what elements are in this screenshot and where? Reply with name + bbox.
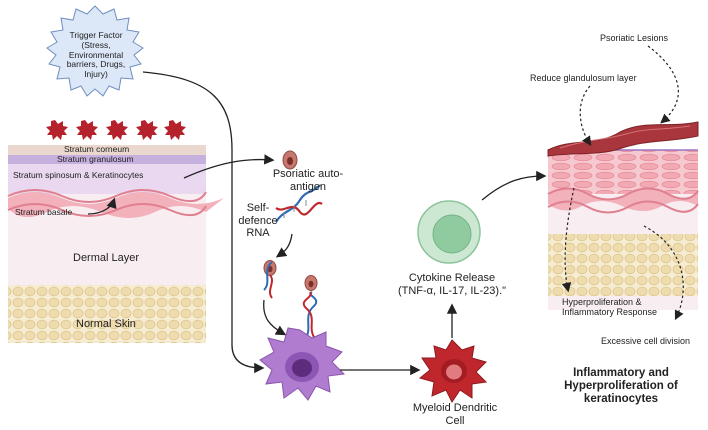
plaque (76, 120, 98, 140)
trigger-line-2: (Stress, (81, 39, 111, 50)
normal-skin-label: Normal Skin (76, 318, 136, 330)
rna-line-3: RNA (246, 227, 270, 240)
fat-layer-right (548, 234, 698, 296)
basale-line-right-bottom (547, 200, 699, 214)
stratum-corneum-label: Stratum corneum (64, 144, 130, 154)
plaque (164, 120, 186, 140)
stratum-spinosum-layer (8, 164, 206, 194)
stratum-basale-line-top (7, 189, 207, 203)
psoriatic-lesions-label: Psoriatic Lesions (600, 33, 669, 43)
trigger-starburst (46, 5, 144, 97)
stratum-basale-line-bottom (7, 203, 207, 217)
excessive-division-label: Excessive cell division (601, 336, 691, 346)
self-defence-rna-helix (275, 184, 323, 223)
autoantigen-label: Psoriatic auto- antigen (259, 168, 357, 193)
stratum-spinosum-label: Stratum spinosum & Keratinocytes (13, 170, 144, 180)
lesion-scales-highlight (559, 125, 691, 149)
right-panel-title: Inflammatory and Hyperproliferation of k… (552, 367, 690, 407)
stratum-corneum-layer (8, 145, 206, 155)
flow-arrows (87, 71, 547, 376)
title-line-1: Inflammatory and (573, 367, 669, 379)
cytokine-label: Cytokine Release (TNF-α, IL-17, IL-23)." (385, 272, 519, 297)
cytokine-line-1: Cytokine Release (408, 272, 496, 284)
hyperproliferation-line-2: Inflammatory Response (562, 307, 658, 318)
reduce-layer-label: Reduce glandulosum layer (530, 73, 637, 83)
myeloid-label: Myeloid Dendritic Cell (405, 402, 505, 427)
arrow-rna-to-pair (275, 233, 293, 258)
title-line-3: keratinocytes (583, 393, 659, 406)
trigger-line-1: Trigger Factor (69, 30, 123, 40)
title-line-2: Hyperproliferation of (564, 380, 678, 393)
basale-wave-right (548, 189, 698, 211)
plaque (136, 120, 158, 140)
arrow-spinosum-to-antigen (183, 154, 275, 179)
arrow-cytokine-to-skin (481, 170, 547, 201)
trigger-line-3: Environmental (68, 49, 124, 60)
autoantigen-line-2: antigen (289, 180, 327, 193)
antigen-rna-pair-right (302, 275, 318, 341)
plaque (46, 120, 68, 140)
stratum-granulosum-label: Stratum granulosum (57, 154, 134, 164)
trigger-label: Trigger Factor (Stress, Environmental ba… (60, 30, 132, 80)
dotted-arrow-lesions (647, 45, 679, 124)
myeloid-line-1: Myeloid Dendritic (412, 402, 498, 414)
purple-dendritic-cell (259, 327, 346, 401)
hyperproliferation-label: Hyperproliferation & Inflammatory Respon… (562, 297, 657, 318)
hyperproliferative-layer (548, 150, 698, 194)
basale-line-right-top (547, 187, 699, 201)
dotted-arrow-reduce-layer (579, 85, 592, 146)
stratum-granulosum-layer (8, 155, 206, 164)
trigger-line-5: Injury) (84, 69, 108, 80)
autoantigen-line-1: Psoriatic auto- (272, 168, 344, 180)
plaque (106, 120, 128, 140)
trigger-line-4: barriers, Drugs, (66, 59, 126, 70)
arrow-pair-to-cell (263, 299, 287, 336)
autoantigen-cell (282, 150, 298, 170)
rna-line-1: Self- (246, 202, 270, 214)
hyperproliferation-line-1: Hyperproliferation & (562, 297, 642, 307)
dotted-arrow-hyperproliferation (561, 187, 575, 293)
cytokine-cell (417, 200, 481, 264)
arrow-to-stratum-basale (87, 197, 117, 215)
rna-label: Self- defence RNA (238, 202, 278, 240)
antigen-rna-pair-left (263, 260, 277, 299)
dermal-layer-label: Dermal Layer (73, 252, 140, 264)
myeloid-line-2: Cell (445, 414, 465, 427)
normal-skin-block (7, 120, 224, 343)
arrow-trigger-to-dendritic (142, 71, 265, 374)
psoriasis-plaques (46, 120, 186, 140)
rna-line-2: defence (238, 214, 278, 227)
dotted-annotation-arrows (561, 45, 684, 321)
myeloid-dendritic-cell (418, 339, 488, 403)
psoriatic-skin-block (547, 121, 699, 310)
cytokine-line-2: (TNF-α, IL-17, IL-23)." (397, 284, 507, 297)
stratum-basale-label: Stratum basale (15, 207, 73, 217)
fat-layer (8, 285, 206, 343)
